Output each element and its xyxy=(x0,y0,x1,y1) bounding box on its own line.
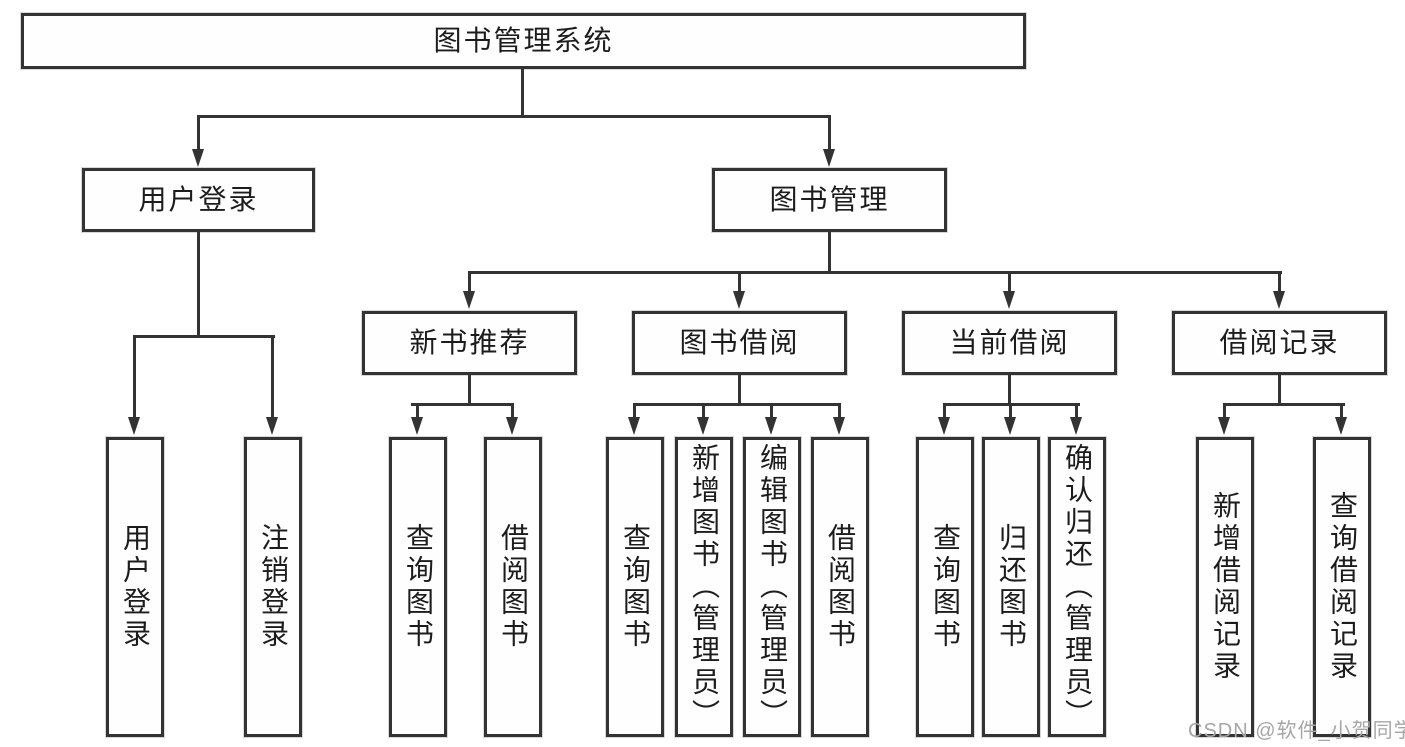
arrow-shaft xyxy=(738,271,741,293)
node-new-book-recommendation: 新书推荐 xyxy=(362,311,577,375)
arrow-down xyxy=(266,335,279,435)
node-borrowing-records: 借阅记录 xyxy=(1172,311,1387,375)
arrow-head xyxy=(765,417,777,435)
connector-vline xyxy=(1278,375,1281,405)
csdn-watermark: CSDN @软件_小贺同学 xyxy=(1188,720,1405,742)
connector-hline xyxy=(1223,403,1345,406)
arrow-head xyxy=(938,417,950,435)
leaf-add-borrow-record: 新增借阅记录 xyxy=(1196,437,1254,737)
arrow-shaft xyxy=(271,335,274,419)
arrow-head xyxy=(833,417,845,435)
arrow-shaft xyxy=(468,271,471,293)
arrow-shaft xyxy=(1278,271,1281,293)
arrow-shaft xyxy=(1008,271,1011,293)
leaf-add-books-admin: 新增图书（管理员） xyxy=(675,437,733,737)
arrow-shaft xyxy=(197,115,200,151)
arrow-down xyxy=(506,403,519,435)
arrow-head xyxy=(1004,417,1016,435)
arrow-head xyxy=(628,417,640,435)
arrow-shaft xyxy=(1009,403,1012,419)
arrow-shaft xyxy=(633,403,636,419)
arrow-down xyxy=(938,403,951,435)
connector-hline xyxy=(468,271,1282,274)
arrow-head xyxy=(266,417,278,435)
arrow-head xyxy=(128,417,140,435)
arrow-head xyxy=(411,417,423,435)
node-library-management-system: 图书管理系统 xyxy=(21,13,1026,69)
connector-vline xyxy=(521,69,524,117)
leaf-borrow-books-borrowing: 借阅图书 xyxy=(811,437,869,737)
node-book-borrowing: 图书借阅 xyxy=(632,311,847,375)
leaf-edit-books-admin: 编辑图书（管理员） xyxy=(743,437,801,737)
arrow-shaft xyxy=(133,335,136,419)
arrow-down xyxy=(463,271,476,309)
arrow-down xyxy=(1335,403,1348,435)
arrow-down xyxy=(823,115,836,167)
arrow-shaft xyxy=(511,403,514,419)
connector-hline xyxy=(197,115,831,118)
connector-hline xyxy=(633,403,841,406)
arrow-head xyxy=(697,417,709,435)
arrow-shaft xyxy=(1340,403,1343,419)
connector-vline xyxy=(828,232,831,273)
arrow-shaft xyxy=(1075,403,1078,419)
arrow-head xyxy=(1218,417,1230,435)
connector-vline xyxy=(738,375,741,405)
leaf-user-login: 用户登录 xyxy=(106,437,164,737)
arrow-head xyxy=(506,417,518,435)
arrow-down xyxy=(1273,271,1286,309)
arrow-shaft xyxy=(828,115,831,151)
arrow-down xyxy=(733,271,746,309)
arrow-shaft xyxy=(1223,403,1226,419)
arrow-shaft xyxy=(416,403,419,419)
leaf-query-borrow-record: 查询借阅记录 xyxy=(1313,437,1371,737)
arrow-head xyxy=(1273,291,1285,309)
leaf-confirm-return-admin: 确认归还（管理员） xyxy=(1048,437,1106,737)
arrow-shaft xyxy=(702,403,705,419)
arrow-head xyxy=(1335,417,1347,435)
arrow-shaft xyxy=(943,403,946,419)
arrow-down xyxy=(192,115,205,167)
arrow-head xyxy=(1070,417,1082,435)
connector-vline xyxy=(468,375,471,405)
arrow-head xyxy=(823,149,835,167)
arrow-down xyxy=(1070,403,1083,435)
leaf-query-books-recommend: 查询图书 xyxy=(389,437,447,737)
node-book-management: 图书管理 xyxy=(712,168,947,232)
node-user-login: 用户登录 xyxy=(82,168,315,232)
connector-vline xyxy=(1008,375,1011,405)
arrow-down xyxy=(128,335,141,435)
node-current-borrowing: 当前借阅 xyxy=(902,311,1117,375)
arrow-down xyxy=(411,403,424,435)
arrow-head xyxy=(192,149,204,167)
leaf-query-books-current: 查询图书 xyxy=(916,437,974,737)
leaf-borrow-books-recommend: 借阅图书 xyxy=(484,437,542,737)
leaf-logout-login: 注销登录 xyxy=(244,437,302,737)
arrow-down xyxy=(833,403,846,435)
connector-hline xyxy=(411,403,514,406)
connector-vline xyxy=(197,232,200,337)
arrow-down xyxy=(628,403,641,435)
arrow-down xyxy=(765,403,778,435)
leaf-query-books-borrowing: 查询图书 xyxy=(606,437,664,737)
arrow-down xyxy=(1004,403,1017,435)
arrow-head xyxy=(733,291,745,309)
arrow-down xyxy=(1218,403,1231,435)
connector-hline xyxy=(133,335,275,338)
leaf-return-books: 归还图书 xyxy=(982,437,1040,737)
arrow-shaft xyxy=(770,403,773,419)
arrow-head xyxy=(1003,291,1015,309)
arrow-down xyxy=(1003,271,1016,309)
arrow-down xyxy=(697,403,710,435)
arrow-shaft xyxy=(838,403,841,419)
arrow-head xyxy=(463,291,475,309)
